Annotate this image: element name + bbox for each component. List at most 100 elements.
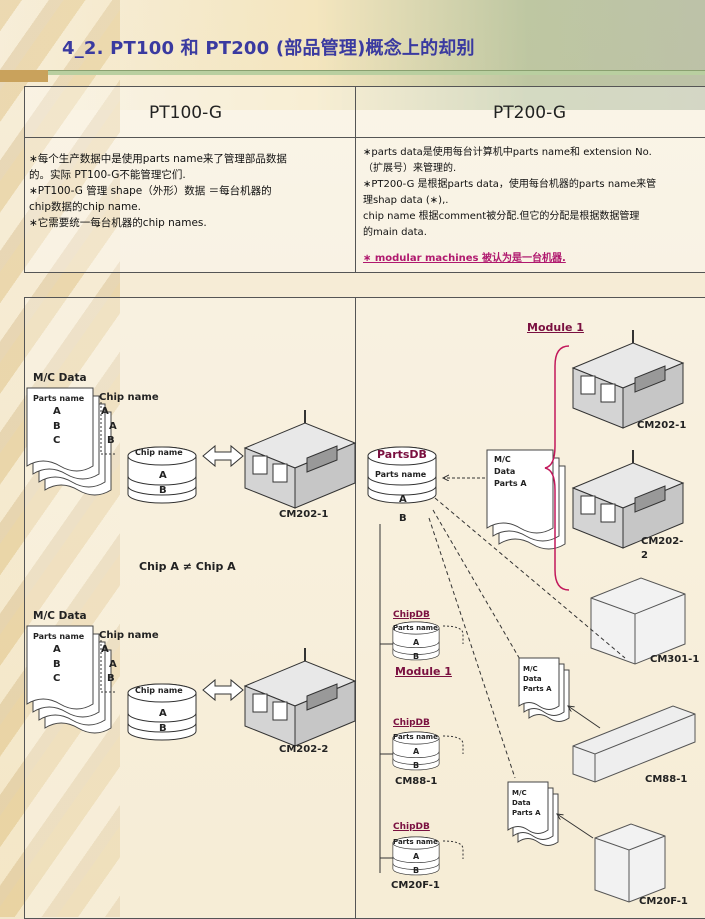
diagram-graphics: [26, 329, 696, 903]
arrow-cm20f: [557, 814, 594, 839]
pt200-line: （扩展号）来管理的.: [363, 163, 457, 174]
part-value: A: [53, 406, 61, 417]
arrow-cm88: [568, 706, 601, 729]
title-underline: [48, 70, 705, 75]
pt100-line: ∗它需要统一每台机器的chip names.: [29, 217, 207, 229]
partsdb-row: B: [399, 513, 407, 524]
chip-value: B: [107, 435, 115, 446]
parts-name-label: Parts name: [33, 632, 85, 641]
chipdb-label: Parts name: [393, 838, 438, 846]
dashed-link: [432, 509, 526, 669]
machine-label: CM202-1: [279, 509, 329, 520]
dashed-link: [428, 517, 516, 779]
module-1-label: Module 1: [527, 321, 584, 334]
small-card-line: M/C: [512, 789, 527, 797]
machine-label: CM202-2: [279, 744, 329, 755]
machine-cm20f-1: [594, 823, 666, 903]
chip-value: A: [109, 421, 117, 432]
table-column-divider: [355, 87, 356, 272]
decorative-top-band: [0, 0, 705, 110]
double-arrow-bottom: [202, 678, 244, 702]
machine-label: CM20F-1: [639, 896, 688, 907]
machine-label: CM202-1: [637, 420, 687, 431]
mc-data-card-stack: [486, 449, 566, 550]
inequality-caption: Chip A ≠ Chip A: [139, 560, 236, 573]
comparison-table: PT100-G PT200-G ∗每个生产数据中是使用parts name来了管…: [24, 86, 705, 273]
chipdb-row: A: [413, 852, 420, 861]
chipdb-title: ChipDB: [393, 822, 430, 832]
part-value: B: [53, 659, 61, 670]
small-card-line: Data: [512, 799, 531, 807]
chipdb-label: Parts name: [393, 733, 438, 741]
machine-label: 2: [641, 550, 648, 561]
pt200-line: 理shap data (∗),.: [363, 195, 449, 206]
part-value: A: [53, 644, 61, 655]
pt100-line: ∗每个生产数据中是使用parts name来了管理部品数据: [29, 153, 287, 165]
chipdb-row: B: [413, 761, 420, 770]
pt200-line: chip name 根据comment被分配.但它的分配是根据数据管理: [363, 211, 640, 222]
db-row: B: [159, 723, 167, 734]
dashed-link: [100, 640, 115, 693]
double-arrow-top: [202, 444, 244, 468]
mc-data-title: M/C Data: [33, 372, 87, 384]
part-value: C: [53, 435, 61, 446]
machine-cm202-1-left: [244, 409, 356, 509]
db-row: A: [159, 470, 167, 481]
page-title: 4_2. PT100 和 PT200 (部品管理)概念上的却别: [62, 38, 475, 59]
header-pt100: PT100-G: [149, 103, 223, 123]
pt200-line: 的main data.: [363, 227, 427, 238]
modular-note: ∗ modular machines 被认为是一台机器.: [363, 253, 566, 264]
db-row: A: [159, 708, 167, 719]
machine-cm301-1: [590, 577, 686, 665]
pt200-line: ∗parts data是使用每台计算机中parts name和 extensio…: [363, 147, 652, 158]
decorative-bar: [0, 70, 48, 82]
diagram-panel: M/C Data Parts name Chip name A B C A A …: [24, 297, 705, 919]
partsdb-row: A: [399, 494, 407, 505]
chipdb-label: Parts name: [393, 624, 438, 632]
chipdb-row: A: [413, 747, 420, 756]
chipdb-row: B: [413, 652, 420, 661]
mc-data-stack-top: [26, 387, 112, 496]
dashed-link: [442, 840, 464, 859]
chip-value: A: [101, 644, 109, 655]
partsdb-title: PartsDB: [377, 448, 427, 461]
pt200-description: ∗parts data是使用每台计算机中parts name和 extensio…: [363, 145, 656, 267]
pt100-line: ∗PT100-G 管理 shape（外形）数据 ＝每台机器的: [29, 185, 272, 197]
machine-cm202-1-right: [572, 329, 684, 429]
pt100-line: 的。实际 PT100-G不能管理它们.: [29, 169, 186, 181]
db-row: B: [159, 485, 167, 496]
partsdb-label: Parts name: [375, 470, 427, 479]
chip-value: B: [107, 673, 115, 684]
panel-divider: [355, 298, 356, 918]
small-card-text: M/C Data Parts A: [512, 788, 541, 818]
small-card-text: M/C Data Parts A: [523, 664, 552, 694]
chipdb-row: B: [413, 866, 420, 875]
small-card-line: Parts A: [523, 685, 552, 693]
dashed-link: [434, 497, 626, 659]
chip-name-label: Chip name: [99, 630, 159, 641]
table-row-divider: [25, 137, 705, 138]
chipdb-title: ChipDB: [393, 610, 430, 620]
machine-cm202-2-left: [244, 647, 356, 747]
mc-card-line: Data: [494, 467, 516, 476]
chip-name-label: Chip name: [99, 392, 159, 403]
dashed-link: [100, 402, 115, 455]
db-label: Chip name: [135, 448, 183, 457]
machine-label: CM301-1: [650, 654, 700, 665]
machine-cm202-2-right: [572, 449, 684, 549]
chipdb-title: ChipDB: [393, 718, 430, 728]
part-value: B: [53, 421, 61, 432]
dashed-link: [442, 625, 464, 644]
pt100-description: ∗每个生产数据中是使用parts name来了管理部品数据 的。实际 PT100…: [29, 151, 287, 231]
mc-data-title: M/C Data: [33, 610, 87, 622]
small-card-line: Data: [523, 675, 542, 683]
mc-card-line: M/C: [494, 455, 511, 464]
parts-name-label: Parts name: [33, 394, 85, 403]
part-value: C: [53, 673, 61, 684]
chip-value: A: [101, 406, 109, 417]
small-card-line: Parts A: [512, 809, 541, 817]
mc-data-stack-bottom: [26, 625, 112, 734]
chip-value: A: [109, 659, 117, 670]
module-1-db-caption: Module 1: [395, 665, 452, 678]
pt200-line: ∗PT200-G 是根据parts data，使用每台机器的parts name…: [363, 179, 657, 190]
